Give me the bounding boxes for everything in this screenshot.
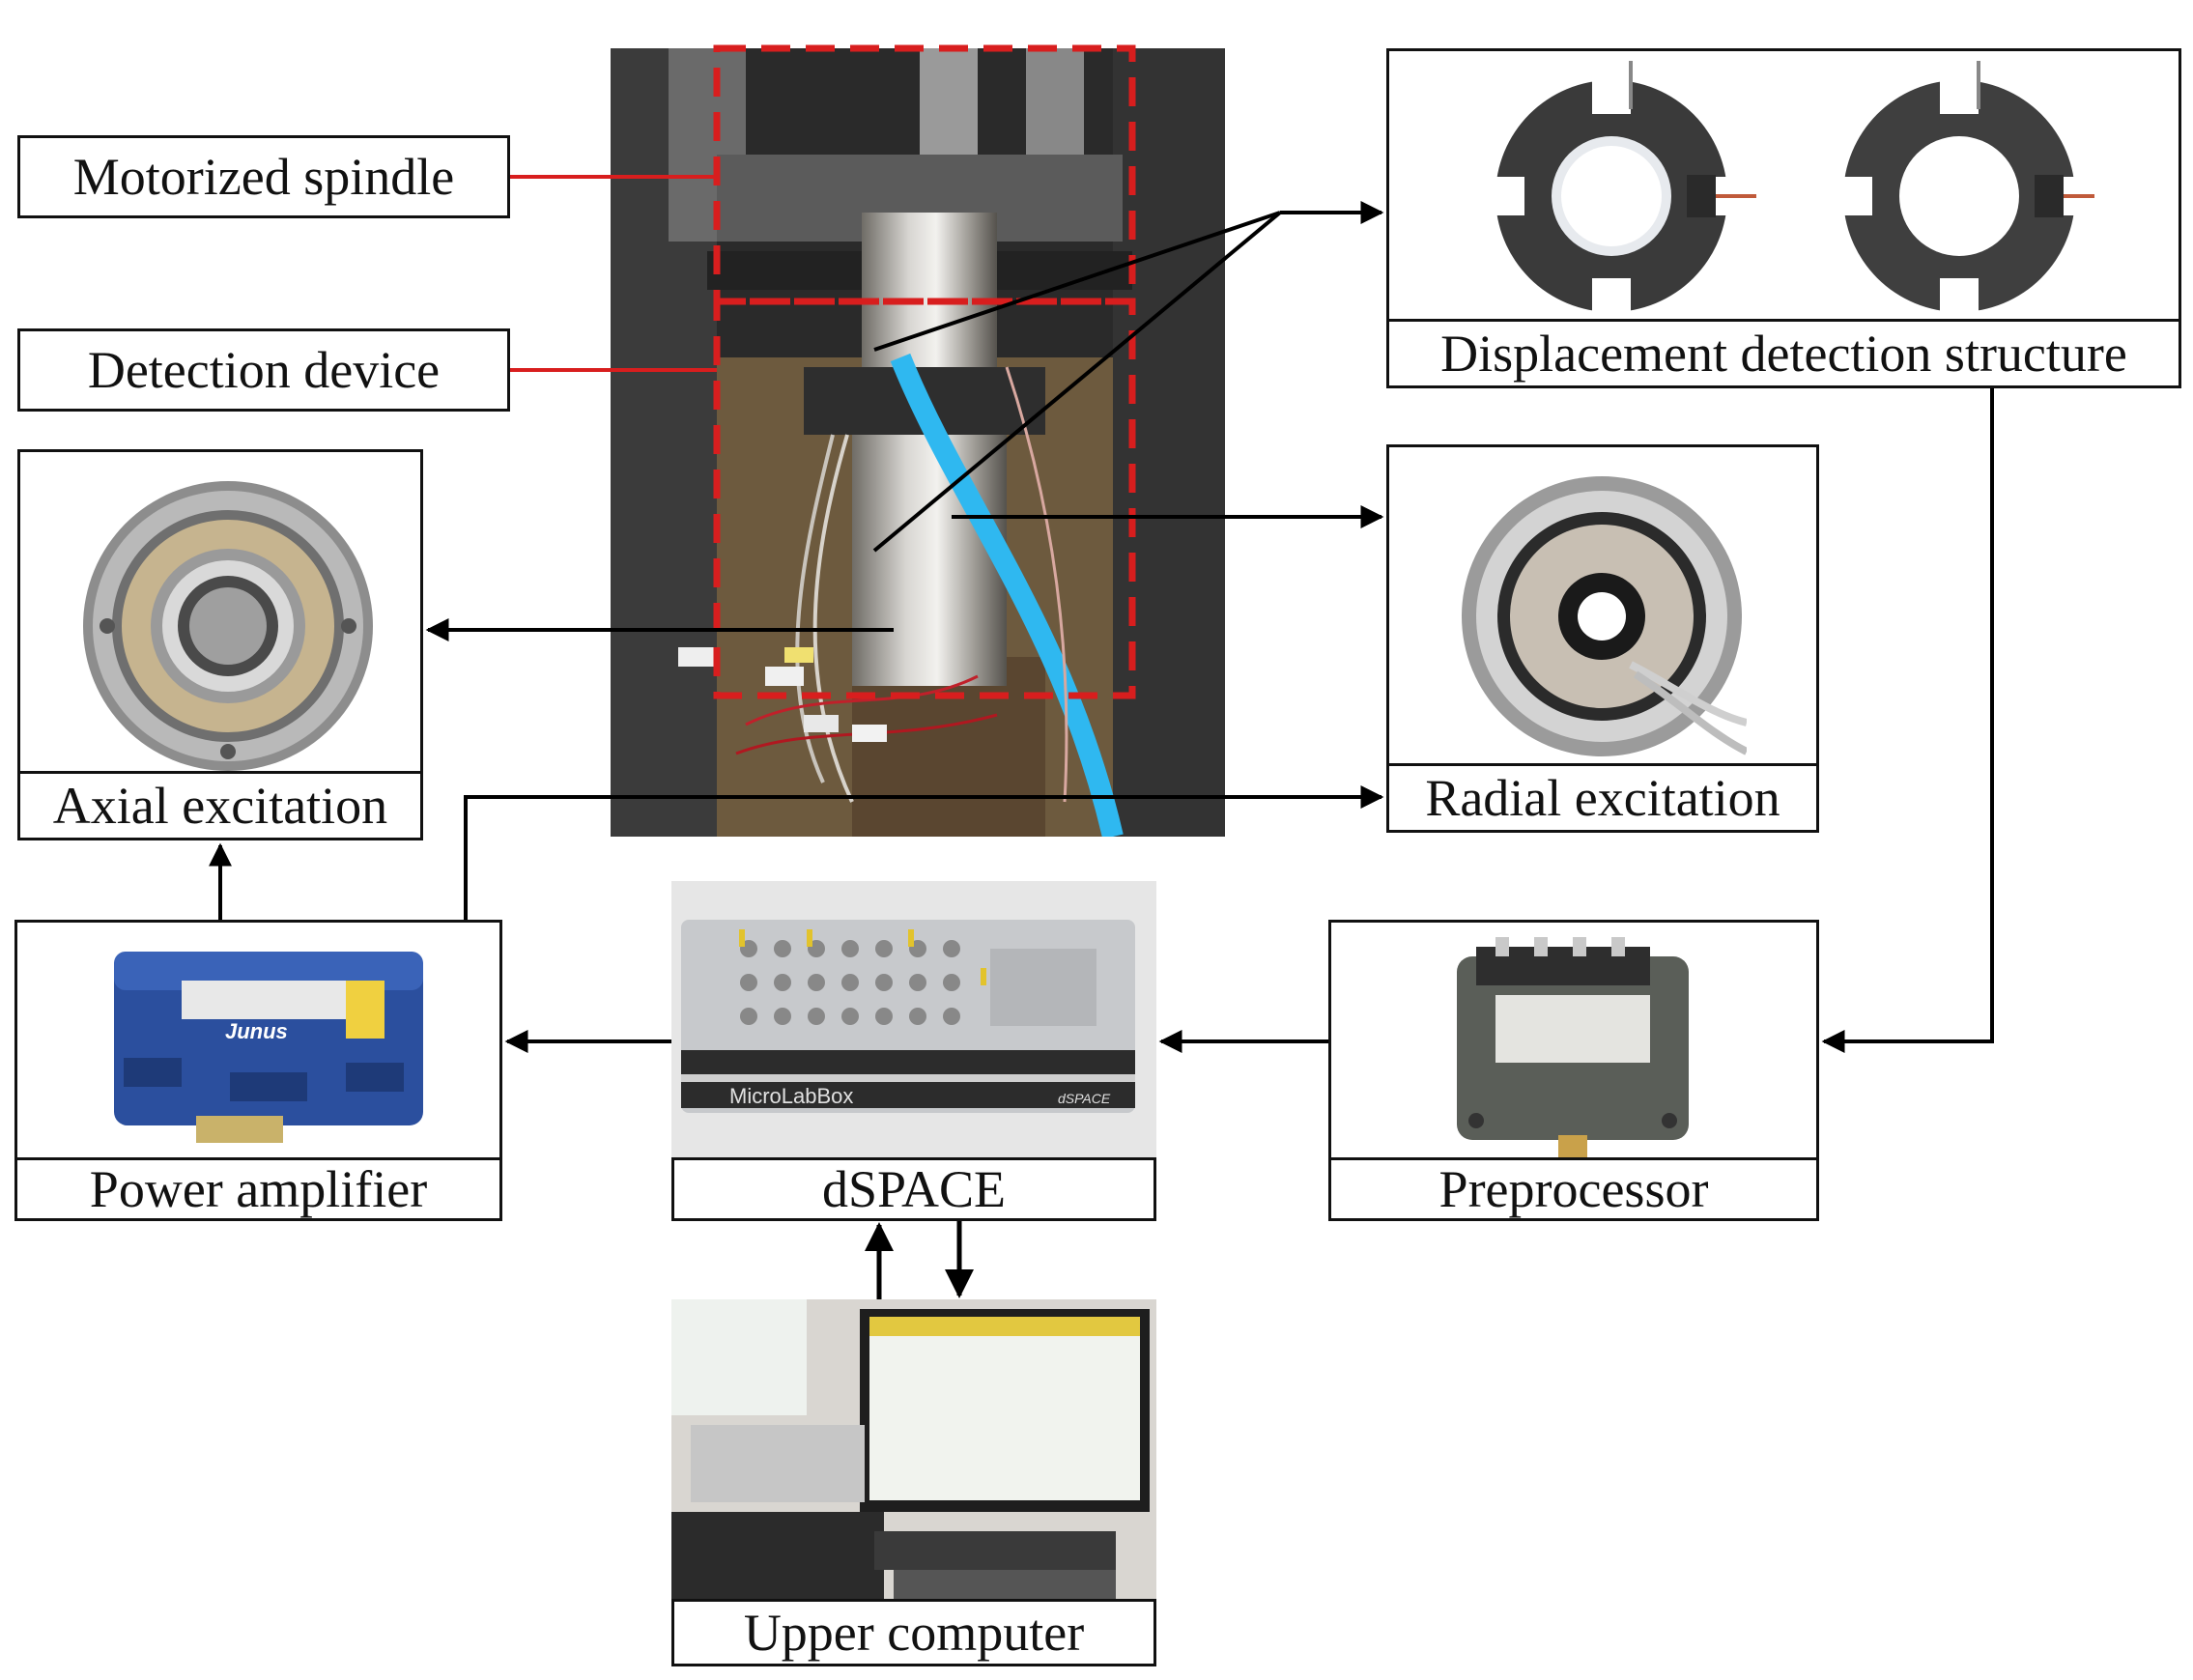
axial-excitation-panel [17, 449, 423, 840]
dspace-label: dSPACE [671, 1157, 1156, 1221]
preprocessor-label: Preprocessor [1328, 1157, 1819, 1221]
test-rig-photo [611, 48, 1225, 837]
dspace-text: dSPACE [821, 1160, 1007, 1218]
sensor-ring-right [1834, 61, 2094, 322]
upper-computer-photo [671, 1299, 1156, 1599]
detection-device-label: Detection device [17, 328, 510, 412]
displacement-structure-photo [1486, 61, 2094, 322]
displacement-structure-text: Displacement detection structure [1440, 325, 2127, 383]
radial-exciter-photo [1462, 476, 1747, 756]
sensor-ring-left [1486, 61, 1756, 322]
radial-excitation-text: Radial excitation [1425, 769, 1780, 827]
microlabbox-text: MicroLabBox [729, 1084, 853, 1108]
axial-excitation-text: Axial excitation [52, 777, 388, 835]
upper-computer-label: Upper computer [671, 1599, 1156, 1666]
axial-excitation-label: Axial excitation [17, 771, 423, 840]
upper-computer-illustration [671, 1299, 1156, 1599]
microlabbox-illustration: MicroLabBox dSPACE [671, 881, 1156, 1158]
axial-exciter-photo [83, 481, 373, 771]
detection-device-text: Detection device [87, 341, 441, 399]
arrow-sensor-to-preprocessor [1821, 388, 1994, 1053]
preprocessor-photo [1457, 937, 1689, 1159]
power-amplifier-photo: Junus [114, 952, 423, 1143]
dspace-photo: MicroLabBox dSPACE [671, 881, 1156, 1158]
dspace-logo-text: dSPACE [1058, 1091, 1111, 1106]
power-amplifier-label: Power amplifier [14, 1157, 502, 1221]
upper-computer-text: Upper computer [743, 1604, 1085, 1662]
power-amplifier-text: Power amplifier [89, 1160, 428, 1218]
preprocessor-text: Preprocessor [1438, 1160, 1709, 1218]
radial-excitation-label: Radial excitation [1386, 763, 1819, 833]
motorized-spindle-label: Motorized spindle [17, 135, 510, 218]
motorized-spindle-text: Motorized spindle [72, 148, 455, 206]
test-rig-illustration [611, 48, 1225, 837]
displacement-structure-label: Displacement detection structure [1386, 319, 2181, 388]
junus-brand-text: Junus [225, 1019, 288, 1043]
